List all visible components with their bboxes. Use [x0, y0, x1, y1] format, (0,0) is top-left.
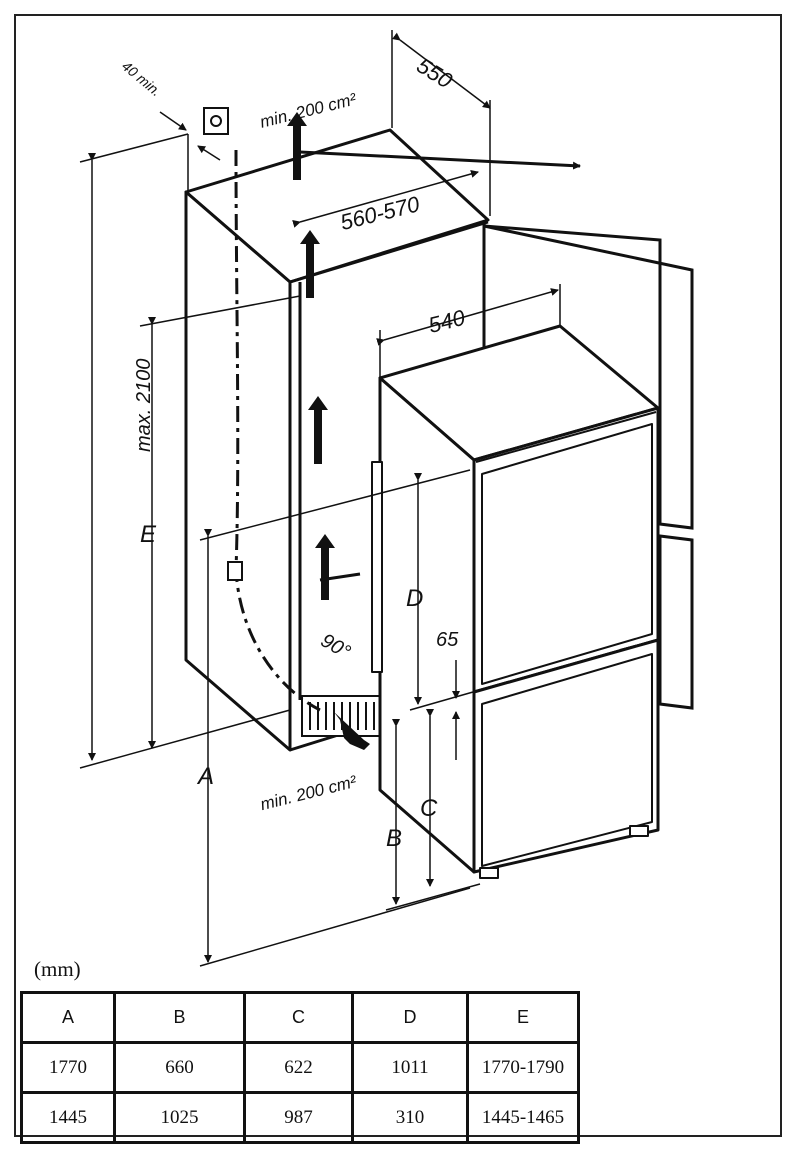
table-cell: 1445-1465: [466, 1091, 580, 1144]
dim-40min-label: 40 min.: [119, 58, 164, 100]
dim-D-label: D: [406, 585, 423, 612]
table-cell: 1011: [351, 1041, 469, 1094]
dim-B-label: B: [386, 825, 402, 852]
dimension-lines: [79, 30, 561, 967]
col-header-B: B: [113, 991, 246, 1044]
table-cell: 1770-1790: [466, 1041, 580, 1094]
unit-label: (mm): [34, 957, 81, 981]
col-header-C: C: [243, 991, 354, 1044]
col-header-E: E: [466, 991, 580, 1044]
table-cell: 310: [351, 1091, 469, 1144]
table-cell: 622: [243, 1041, 354, 1094]
vent-grille: [301, 695, 381, 737]
socket-hole-icon: [210, 115, 222, 127]
max-2100-label: max. 2100: [133, 359, 155, 452]
table-cell: 987: [243, 1091, 354, 1144]
water-connector: [227, 561, 243, 581]
socket-icon: [203, 107, 229, 135]
table-row: 1445 1025 987 310 1445-1465: [20, 1091, 580, 1144]
dimension-table: A B C D E 1770 660 622 1011 1770-1790 14…: [20, 991, 580, 1144]
floor-marker: [319, 572, 361, 582]
fridge-appliance: [371, 324, 660, 879]
table-cell: 1025: [113, 1091, 246, 1144]
col-header-A: A: [20, 991, 116, 1044]
dim-C-label: C: [420, 795, 438, 822]
dim-550-label: 550: [412, 53, 457, 94]
furniture-door: [483, 224, 694, 710]
table-cell: 660: [113, 1041, 246, 1094]
dim-E-label: E: [140, 521, 157, 548]
airflow-out-arrow: [299, 150, 581, 170]
table-cell: 1770: [20, 1041, 116, 1094]
col-header-D: D: [351, 991, 469, 1044]
table-cell: 1445: [20, 1091, 116, 1144]
airflow-arrows: [287, 112, 370, 750]
dim-A-label: A: [196, 763, 214, 790]
dim-65-label: 65: [436, 629, 459, 651]
vent-bottom-label: min. 200 cm²: [258, 772, 359, 815]
angle-90-label: 90°: [317, 629, 354, 663]
vent-top-label: min. 200 cm²: [258, 89, 359, 132]
table-row: 1770 660 622 1011 1770-1790: [20, 1041, 580, 1094]
table-header-row: A B C D E: [20, 991, 580, 1044]
water-line: [234, 149, 321, 712]
dim-540-label: 540: [426, 305, 468, 338]
